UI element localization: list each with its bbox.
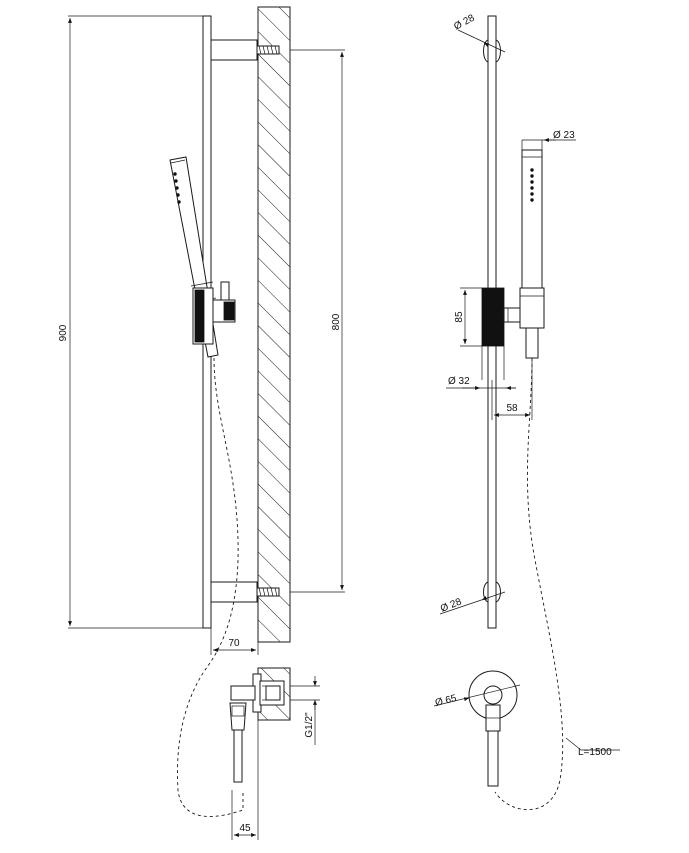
dim-800: 800	[331, 313, 342, 330]
dim-dia-handshower: Ø 23	[553, 130, 575, 141]
side-hose	[177, 357, 244, 817]
front-wall-outlet	[468, 670, 518, 787]
dim-hose-length: L=1500	[578, 747, 612, 758]
dim-dia-top-cap: Ø 28	[452, 13, 477, 33]
dim-45: 45	[239, 823, 251, 834]
front-hose	[494, 357, 564, 811]
front-handshower	[519, 149, 545, 359]
side-wall-outlet	[229, 667, 291, 783]
dim-900: 900	[58, 324, 69, 341]
side-view: 900 800 70	[58, 6, 345, 817]
top-screw	[256, 45, 280, 55]
dim-dia-bottom-cap: Ø 28	[439, 596, 464, 614]
front-top-cap	[483, 39, 501, 63]
front-bottom-cap	[483, 581, 501, 603]
dim-dia-outlet: Ø 65	[434, 693, 458, 709]
dim-dia-slider: Ø 32	[448, 376, 470, 387]
bottom-bracket	[210, 581, 258, 603]
bottom-screw	[256, 587, 280, 597]
side-slider	[192, 281, 236, 345]
wall-section	[257, 6, 291, 643]
dim-slider-height: 85	[454, 311, 465, 323]
front-view: Ø 28 Ø 23 85 Ø 32 58 Ø 28 Ø 65 L=15	[433, 13, 620, 811]
top-bracket	[210, 39, 258, 61]
front-slider	[481, 287, 505, 347]
dim-slider-projection: 58	[506, 403, 518, 414]
dim-70: 70	[228, 638, 240, 649]
dim-thread: G1/2"	[304, 712, 315, 738]
